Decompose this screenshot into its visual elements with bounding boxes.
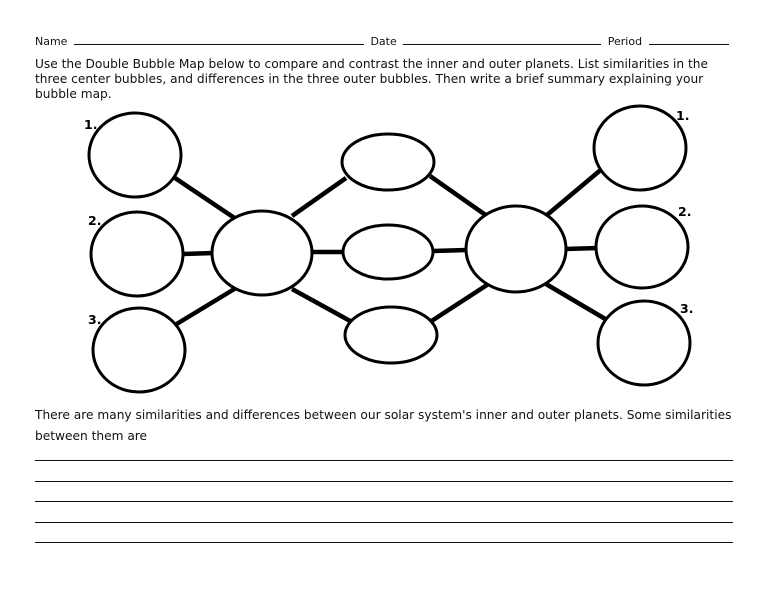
connector-line	[428, 174, 489, 218]
right-number-3: 3.	[680, 301, 693, 316]
similarity-bubble-2[interactable]	[341, 223, 435, 281]
right-difference-bubble-1[interactable]	[592, 104, 688, 192]
connector-line	[182, 250, 215, 257]
student-info-header: Name Date Period	[35, 34, 735, 48]
writing-line[interactable]	[35, 501, 733, 503]
connector-line	[173, 286, 238, 327]
writing-lines	[35, 460, 733, 563]
right-number-1: 1.	[676, 108, 689, 123]
left-number-3: 3.	[88, 312, 101, 327]
date-field[interactable]	[403, 34, 602, 45]
similarity-bubble-1[interactable]	[340, 132, 436, 192]
connector-lines	[173, 166, 609, 327]
connector-line	[545, 166, 605, 217]
writing-line[interactable]	[35, 521, 733, 523]
left-difference-bubble-3[interactable]	[91, 306, 187, 394]
writing-line[interactable]	[35, 542, 733, 544]
left-number-1: 1.	[84, 117, 97, 132]
writing-line[interactable]	[35, 480, 733, 482]
double-bubble-map: 1. 2. 3. 1. 2. 3.	[84, 104, 693, 394]
period-field[interactable]	[648, 34, 729, 45]
left-difference-bubble-2[interactable]	[89, 210, 185, 298]
connector-line	[564, 245, 599, 252]
period-label: Period	[607, 35, 643, 48]
connector-line	[290, 176, 348, 218]
date-label: Date	[370, 35, 397, 48]
name-label: Name	[35, 35, 68, 48]
right-number-2: 2.	[678, 204, 691, 219]
summary-prompt: There are many similarities and differen…	[35, 408, 732, 443]
left-difference-bubble-1[interactable]	[87, 111, 183, 199]
connector-line	[290, 287, 354, 324]
connector-line	[432, 247, 468, 254]
name-field[interactable]	[73, 34, 364, 45]
connector-line	[428, 281, 492, 324]
similarity-bubble-3[interactable]	[343, 305, 439, 365]
right-difference-bubble-3[interactable]	[596, 299, 692, 387]
right-difference-bubble-2[interactable]	[594, 204, 690, 290]
connector-line	[173, 176, 238, 221]
connector-line	[544, 282, 609, 322]
instructions-text: Use the Double Bubble Map below to compa…	[35, 57, 709, 101]
writing-line[interactable]	[35, 460, 733, 461]
outer-planets-main-bubble[interactable]	[464, 204, 568, 294]
inner-planets-main-bubble[interactable]	[210, 209, 314, 297]
left-number-2: 2.	[88, 213, 101, 228]
